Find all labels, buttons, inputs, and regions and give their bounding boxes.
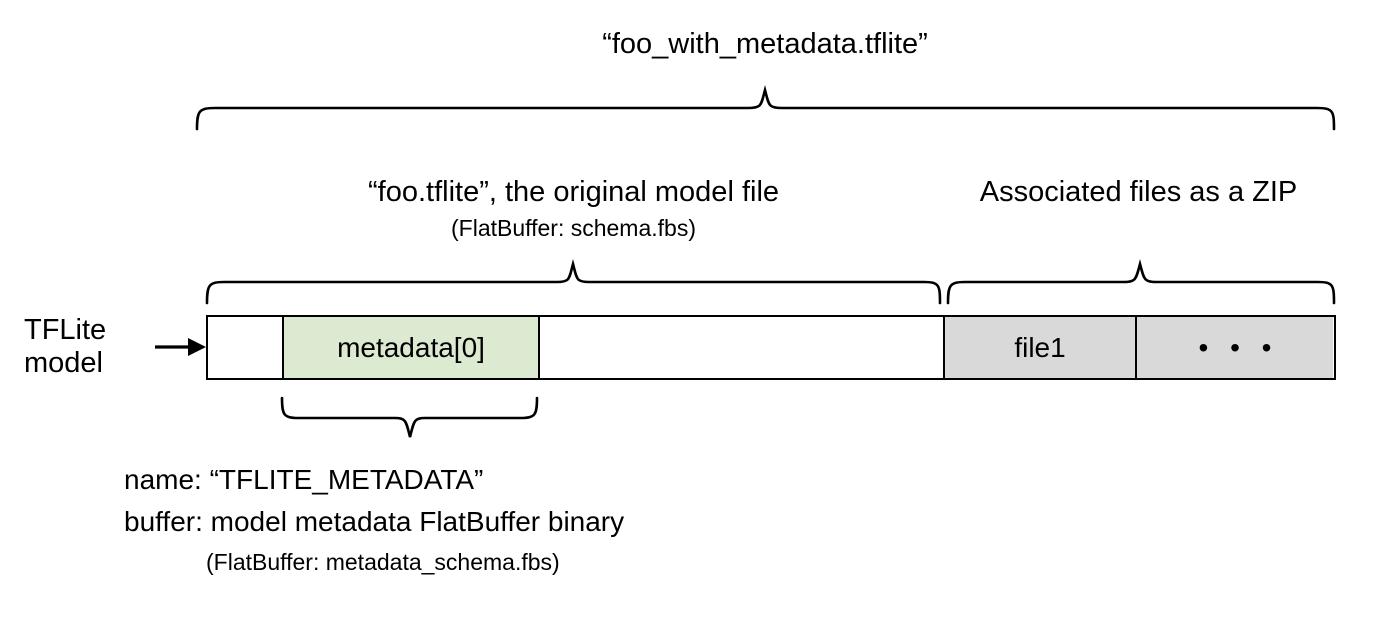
zip-section-caption: Associated files as a ZIP xyxy=(979,176,1298,208)
metadata-note-buffer: buffer: model metadata FlatBuffer binary xyxy=(124,506,625,537)
tflite-model-label-line2: model xyxy=(24,347,103,380)
bar-cell-metadata: metadata[0] xyxy=(282,317,540,378)
brace-whole-file xyxy=(195,84,1336,131)
metadata-note-name: name: “TFLITE_METADATA” xyxy=(124,464,484,495)
tflite-model-label-line1: TFLite xyxy=(24,314,107,346)
model-section-caption: “foo.tflite”, the original model file xyxy=(367,176,780,208)
model-section-subcaption: (FlatBuffer: schema.fbs) xyxy=(451,215,696,241)
tflite-model-label: TFLite model xyxy=(24,314,106,381)
bar-cell-more-files: • • • xyxy=(1137,317,1333,378)
flow-arrow-icon xyxy=(155,338,206,356)
bar-cell-blank-right xyxy=(540,317,943,378)
ellipsis-icon: • • • xyxy=(1198,331,1279,363)
tflite-model-bar: metadata[0] file1 • • • xyxy=(206,315,1336,380)
brace-metadata-detail xyxy=(280,396,539,438)
page-title: “foo_with_metadata.tflite” xyxy=(602,28,928,60)
brace-associated-files xyxy=(946,258,1336,305)
brace-original-model xyxy=(205,258,942,305)
bar-cell-blank-left xyxy=(208,317,282,378)
metadata-note-schema: (FlatBuffer: metadata_schema.fbs) xyxy=(206,549,560,575)
bar-cell-file1: file1 xyxy=(943,317,1137,378)
